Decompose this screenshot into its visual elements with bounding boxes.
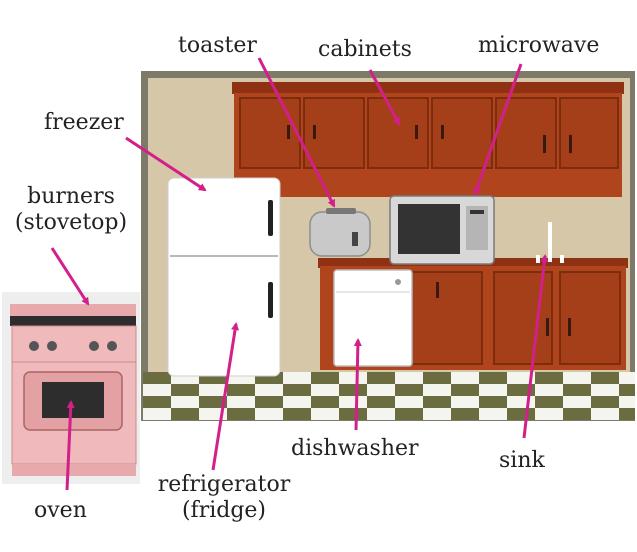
toaster-illustration	[309, 208, 371, 257]
label-burners-line1: burners	[27, 184, 115, 209]
arrow-refrigerator	[211, 322, 240, 471]
arrow-oven	[65, 400, 75, 491]
arrow-microwave	[473, 63, 523, 196]
label-freezer: freezer	[44, 110, 124, 135]
floor	[143, 372, 635, 420]
label-refrigerator-line2: (fridge)	[181, 498, 267, 523]
label-cabinets: cabinets	[318, 37, 412, 62]
upper-cabinets	[232, 82, 624, 197]
arrow-sink	[522, 254, 549, 439]
arrow-cabinets	[368, 69, 401, 126]
label-toaster: toaster	[178, 33, 257, 58]
label-refrigerator: refrigerator (fridge)	[146, 472, 302, 524]
label-refrigerator-line1: refrigerator	[157, 472, 291, 497]
arrow-toaster	[257, 57, 336, 208]
label-microwave: microwave	[478, 33, 600, 58]
pointer-arrows	[50, 57, 549, 491]
label-burners-line2: (stovetop)	[14, 210, 128, 235]
label-oven: oven	[34, 498, 87, 523]
arrow-burners	[50, 247, 90, 306]
dishwasher-illustration	[333, 269, 413, 367]
arrow-freezer	[125, 136, 207, 192]
label-dishwasher: dishwasher	[291, 436, 419, 461]
refrigerator-illustration	[167, 177, 281, 377]
arrow-dishwasher	[353, 338, 362, 431]
label-sink: sink	[499, 448, 545, 473]
microwave-illustration	[389, 195, 495, 265]
stove-illustration	[2, 292, 140, 484]
label-burners: burners (stovetop)	[4, 184, 138, 236]
